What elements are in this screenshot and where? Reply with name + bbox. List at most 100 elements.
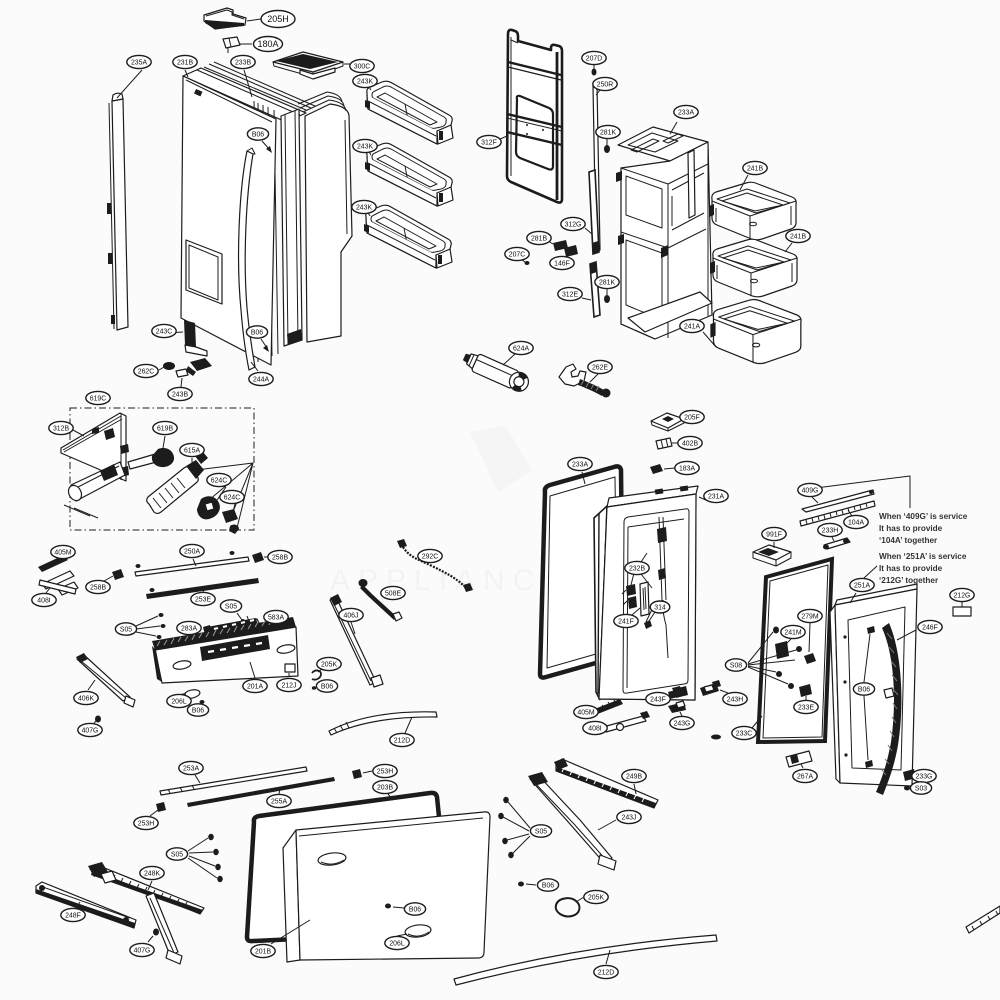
- svg-text:241A: 241A: [684, 324, 700, 331]
- svg-text:250R: 250R: [597, 82, 613, 89]
- svg-text:312F: 312F: [481, 140, 497, 147]
- svg-text:It has to provide: It has to provide: [879, 524, 943, 533]
- svg-text:281B: 281B: [531, 236, 547, 243]
- svg-text:207C: 207C: [509, 252, 525, 259]
- svg-text:212J: 212J: [282, 683, 297, 690]
- svg-text:407G: 407G: [134, 948, 151, 955]
- svg-text:624A: 624A: [513, 346, 529, 353]
- svg-text:241F: 241F: [618, 619, 634, 626]
- svg-text:248K: 248K: [144, 871, 160, 878]
- svg-text:201A: 201A: [247, 684, 263, 691]
- svg-text:402B: 402B: [682, 441, 698, 448]
- svg-text:408I: 408I: [37, 598, 50, 605]
- svg-text:241M: 241M: [784, 630, 801, 637]
- svg-text:B06: B06: [251, 330, 263, 337]
- svg-text:212D: 212D: [394, 738, 410, 745]
- svg-text:508E: 508E: [385, 591, 401, 598]
- svg-text:212G: 212G: [954, 593, 971, 600]
- svg-text:283A: 283A: [181, 626, 197, 633]
- svg-text:201B: 201B: [255, 949, 271, 956]
- svg-text:409G: 409G: [802, 488, 819, 495]
- svg-text:253E: 253E: [195, 597, 211, 604]
- svg-text:258B: 258B: [272, 555, 288, 562]
- svg-text:407G: 407G: [82, 728, 99, 735]
- svg-text:255A: 255A: [271, 799, 287, 806]
- svg-text:406J: 406J: [344, 613, 359, 620]
- svg-text:241B: 241B: [747, 166, 763, 173]
- svg-text:253H: 253H: [377, 769, 393, 776]
- svg-text:B06: B06: [858, 687, 870, 694]
- svg-text:233E: 233E: [798, 705, 814, 712]
- svg-text:405M: 405M: [577, 710, 594, 717]
- svg-text:253A: 253A: [183, 766, 199, 773]
- svg-text:262E: 262E: [592, 365, 608, 372]
- svg-text:258B: 258B: [90, 585, 106, 592]
- svg-text:206L: 206L: [171, 699, 186, 706]
- svg-text:246F: 246F: [922, 625, 938, 632]
- svg-text:231B: 231B: [177, 60, 193, 67]
- svg-text:300C: 300C: [354, 64, 370, 71]
- svg-text:406K: 406K: [78, 696, 94, 703]
- svg-text:233A: 233A: [572, 462, 588, 469]
- svg-text:233A: 233A: [678, 110, 694, 117]
- svg-text:233H: 233H: [822, 528, 838, 535]
- svg-text:243K: 243K: [357, 79, 373, 86]
- svg-text:281K: 281K: [600, 130, 616, 137]
- svg-text:279M: 279M: [801, 614, 818, 621]
- svg-text:S05: S05: [171, 852, 183, 859]
- svg-text:231A: 231A: [708, 494, 724, 501]
- svg-text:235A: 235A: [131, 60, 147, 67]
- svg-text:243F: 243F: [650, 697, 666, 704]
- svg-text:624C: 624C: [224, 495, 240, 502]
- svg-text:‘212G’ together: ‘212G’ together: [879, 576, 939, 585]
- svg-text:B06: B06: [409, 907, 421, 914]
- svg-text:B06: B06: [542, 883, 554, 890]
- svg-text:146F: 146F: [554, 261, 570, 268]
- svg-text:232B: 232B: [629, 566, 645, 573]
- svg-text:212D: 212D: [598, 970, 614, 977]
- svg-text:619C: 619C: [90, 396, 106, 403]
- svg-text:205H: 205H: [267, 14, 289, 24]
- svg-text:233B: 233B: [235, 60, 251, 67]
- svg-text:267A: 267A: [797, 774, 813, 781]
- svg-text:‘104A’ together: ‘104A’ together: [879, 536, 938, 545]
- svg-text:312B: 312B: [53, 426, 69, 433]
- svg-text:583A: 583A: [268, 615, 284, 622]
- svg-text:233C: 233C: [736, 731, 752, 738]
- svg-text:S05: S05: [225, 604, 237, 611]
- svg-text:243K: 243K: [356, 205, 372, 212]
- svg-text:205K: 205K: [321, 662, 337, 669]
- svg-text:207D: 207D: [586, 56, 602, 63]
- svg-text:248F: 248F: [65, 913, 81, 920]
- svg-text:183A: 183A: [679, 466, 695, 473]
- svg-text:243B: 243B: [172, 392, 188, 399]
- svg-text:243G: 243G: [674, 721, 691, 728]
- svg-text:When ‘409G’ is service: When ‘409G’ is service: [879, 512, 968, 521]
- svg-text:104A: 104A: [848, 520, 864, 527]
- svg-text:991F: 991F: [766, 532, 782, 539]
- svg-text:253H: 253H: [138, 821, 154, 828]
- svg-text:243H: 243H: [727, 697, 743, 704]
- svg-text:619B: 619B: [157, 426, 173, 433]
- svg-text:312E: 312E: [562, 292, 578, 299]
- svg-text:292C: 292C: [422, 554, 438, 561]
- svg-text:205K: 205K: [588, 895, 604, 902]
- svg-text:205F: 205F: [684, 415, 700, 422]
- svg-text:203B: 203B: [377, 785, 393, 792]
- svg-text:B06: B06: [252, 132, 264, 139]
- svg-text:206L: 206L: [389, 941, 404, 948]
- svg-text:S08: S08: [730, 663, 742, 670]
- svg-text:314: 314: [654, 605, 666, 612]
- svg-text:B06: B06: [321, 684, 333, 691]
- svg-text:When ‘251A’ is service: When ‘251A’ is service: [879, 552, 967, 561]
- svg-text:241B: 241B: [790, 234, 806, 241]
- svg-text:624C: 624C: [211, 478, 227, 485]
- svg-text:249B: 249B: [626, 774, 642, 781]
- svg-text:S03: S03: [915, 786, 927, 793]
- svg-text:243K: 243K: [357, 144, 373, 151]
- svg-text:243J: 243J: [622, 815, 637, 822]
- svg-text:405M: 405M: [54, 550, 71, 557]
- svg-text:It has to provide: It has to provide: [879, 564, 943, 573]
- svg-text:S05: S05: [120, 627, 132, 634]
- svg-text:B06: B06: [192, 708, 204, 715]
